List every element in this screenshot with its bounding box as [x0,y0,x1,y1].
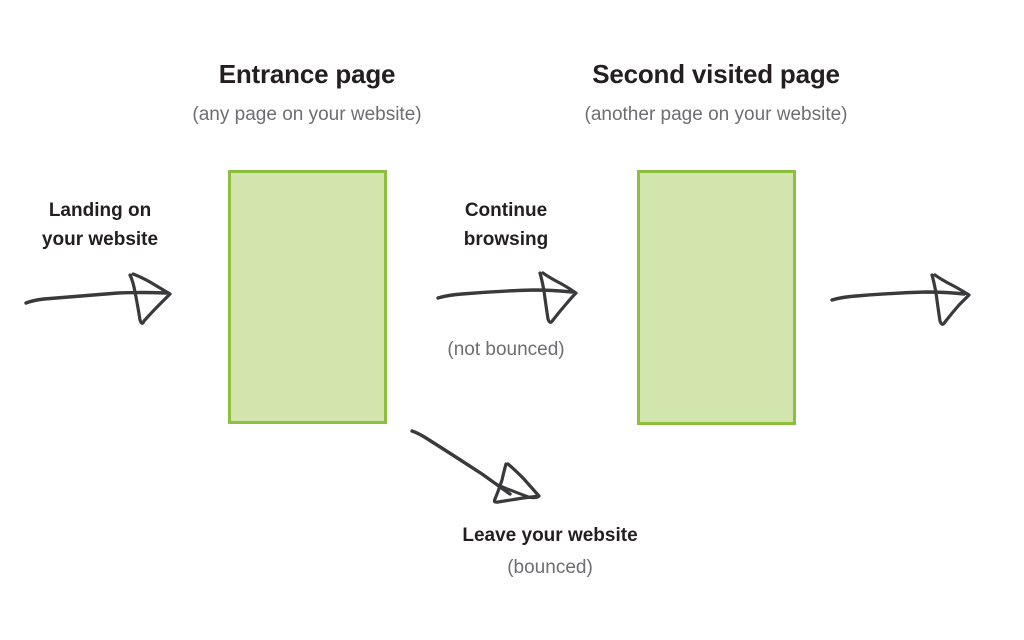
entrance-page-box [228,170,387,424]
arrow-right-icon-continue [436,271,578,324]
column-title-entrance: Entrance page [218,59,396,89]
arrow-down-right-icon-leave [410,429,541,504]
second-page-box [637,170,796,425]
arrow-right-icon-landing [24,272,172,325]
flow-label-leave: Leave your website [462,525,638,546]
flow-note-bounced: (bounced) [507,557,593,578]
column-subtitle-second: (another page on your website) [584,104,848,125]
flow-label-landing: Landing on your website [0,196,200,255]
flow-label-landing-line2: your website [41,229,159,251]
flow-note-not-bounced: (not bounced) [447,339,565,360]
flow-label-continue: Continue browsing [406,196,606,255]
arrow-right-icon-exit [830,273,971,326]
flow-label-continue-line2: browsing [463,229,549,251]
flow-label-continue-line1: Continue [464,200,548,221]
column-title-second: Second visited page [592,59,840,89]
flow-label-landing-line1: Landing on [48,200,152,221]
column-subtitle-entrance: (any page on your website) [192,104,422,125]
